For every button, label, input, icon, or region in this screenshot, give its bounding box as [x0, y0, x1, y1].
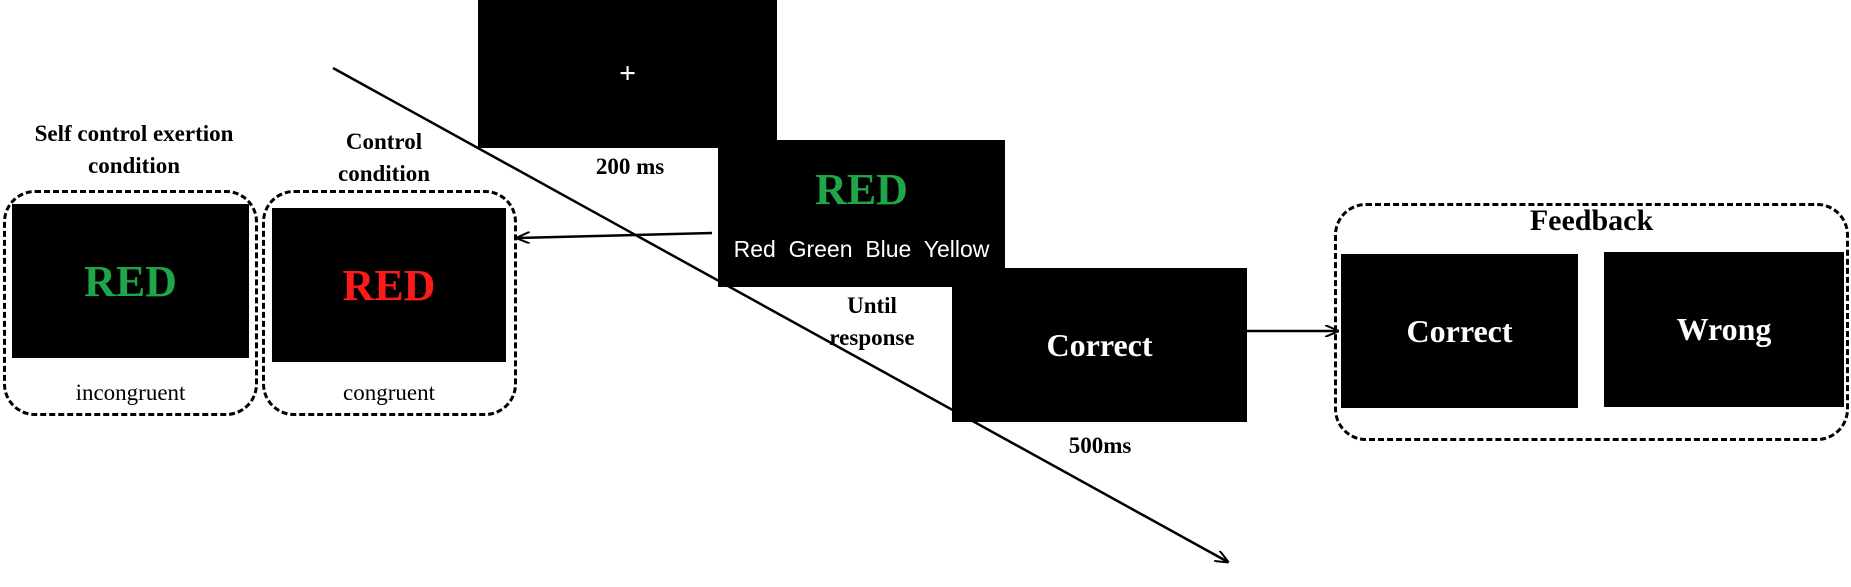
- fixation-duration: 200 ms: [595, 154, 665, 179]
- incongruent-word: RED: [84, 256, 177, 306]
- trial-feedback-screen: Correct: [952, 268, 1247, 422]
- option-yellow: Yellow: [923, 236, 990, 262]
- control-condition-box: [262, 190, 517, 416]
- trial-feedback-word: Correct: [1046, 326, 1153, 363]
- until-response-label: Until response: [829, 293, 915, 350]
- exertion-condition-label: Self control exertion condition: [34, 121, 234, 178]
- wrong-feedback-word: Wrong: [1676, 311, 1772, 347]
- exertion-condition-box: [3, 190, 258, 416]
- option-green: Green: [788, 236, 853, 262]
- correct-feedback-screen: Correct: [1341, 254, 1578, 408]
- incongruent-screen: RED: [12, 204, 249, 358]
- option-blue: Blue: [865, 236, 912, 262]
- stroop-word: RED: [815, 165, 908, 214]
- fixation-cross: +: [618, 57, 637, 90]
- congruent-word: RED: [342, 260, 436, 310]
- congruent-caption: congruent: [343, 380, 435, 405]
- feedback-title: Feedback: [1529, 204, 1654, 237]
- stroop-screen: RED Red Green Blue Yellow: [718, 140, 1005, 287]
- timeline-arrow: [332, 66, 1228, 562]
- stroop-to-conditions-arrow: [517, 233, 713, 238]
- option-red: Red: [733, 236, 776, 262]
- feedback-duration: 500ms: [1068, 433, 1132, 458]
- incongruent-caption: incongruent: [75, 380, 186, 405]
- response-options: Red Green Blue Yellow: [718, 236, 1005, 263]
- feedback-box: [1334, 203, 1849, 441]
- congruent-screen: RED: [272, 208, 506, 362]
- fixation-screen: +: [478, 0, 777, 148]
- wrong-feedback-screen: Wrong: [1604, 252, 1844, 407]
- correct-feedback-word: Correct: [1406, 312, 1513, 349]
- control-condition-label: Control condition: [337, 129, 431, 186]
